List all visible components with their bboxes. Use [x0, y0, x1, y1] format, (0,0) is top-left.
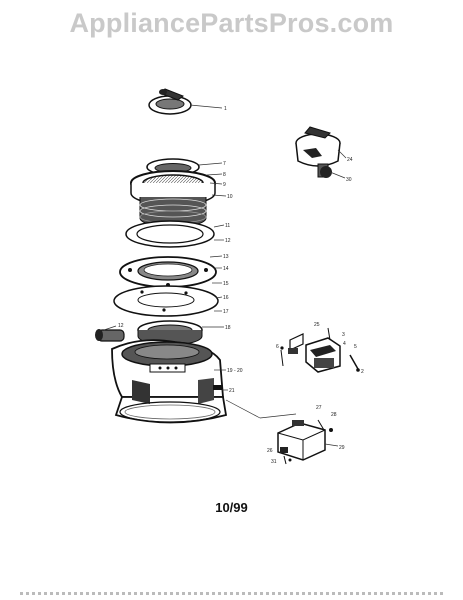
callout-7: 7 [223, 161, 226, 167]
callout-26: 26 [267, 448, 273, 454]
inlet-tube-part[interactable] [95, 329, 125, 342]
callout-13: 13 [223, 254, 229, 260]
sink-flange-ring-part[interactable] [119, 256, 217, 288]
callout-2: 2 [361, 369, 364, 375]
switch-bracket-assembly[interactable] [280, 327, 360, 373]
bottom-divider [20, 592, 443, 595]
batch-feed-stopper-assembly[interactable] [295, 126, 341, 178]
callout-31: 31 [271, 459, 277, 465]
revision-date-code: 10/99 [215, 500, 248, 515]
callout-15: 15 [223, 281, 229, 287]
disposer-housing[interactable] [111, 339, 228, 424]
callout-17: 17 [223, 309, 229, 315]
mounting-ring-stack[interactable] [130, 158, 216, 228]
callout-10: 10 [227, 194, 233, 200]
callout-1: 1 [224, 106, 227, 112]
callout-labels: 1 7 8 9 10 11 12 13 14 15 16 17 18 12 19… [118, 106, 364, 465]
callout-18: 18 [225, 325, 231, 331]
callout-30: 30 [346, 177, 352, 183]
electrical-box-assembly[interactable] [277, 419, 333, 465]
callout-11: 11 [225, 223, 230, 229]
callout-leader-lines [103, 104, 347, 447]
gasket-ring-part[interactable] [125, 220, 215, 248]
callout-8: 8 [223, 172, 226, 178]
callout-28: 28 [331, 412, 337, 418]
callout-6: 6 [276, 344, 279, 350]
callout-27: 27 [316, 405, 322, 411]
callout-29: 29 [339, 445, 345, 451]
callout-12b: 12 [118, 323, 124, 329]
callout-19-20: 19 - 20 [227, 368, 243, 374]
callout-25: 25 [314, 322, 320, 328]
callout-4: 4 [343, 341, 346, 347]
callout-16: 16 [223, 295, 229, 301]
callout-12: 12 [225, 238, 231, 244]
callout-14: 14 [223, 266, 229, 272]
backup-plate-part[interactable] [113, 285, 219, 317]
callout-21: 21 [229, 388, 235, 394]
stopper-cap-part[interactable] [148, 88, 192, 115]
callout-3: 3 [342, 332, 345, 338]
site-watermark: AppliancePartsPros.com [69, 8, 394, 38]
callout-5: 5 [354, 344, 357, 350]
callout-24: 24 [347, 157, 353, 163]
callout-9: 9 [223, 182, 226, 188]
